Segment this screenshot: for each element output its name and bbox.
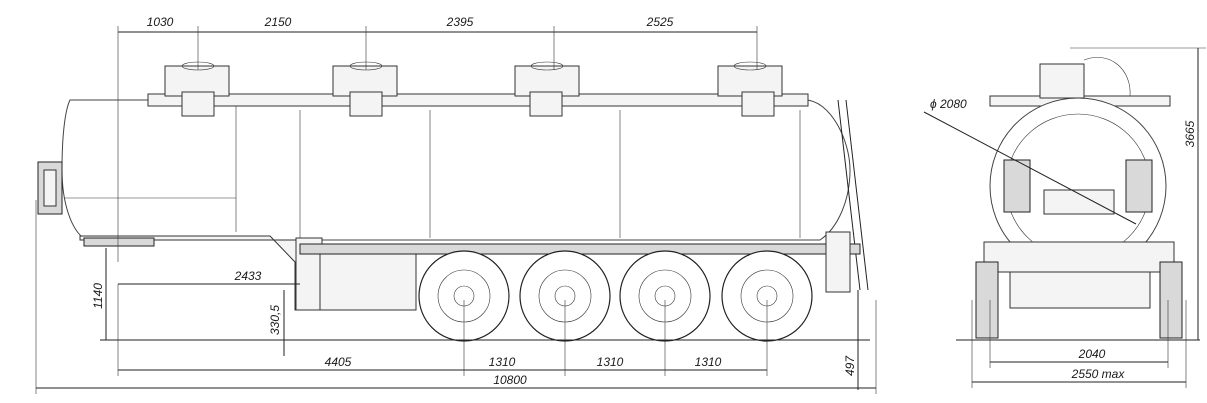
dim-1310-b: 1310 bbox=[597, 355, 624, 369]
dim-10800: 10800 bbox=[493, 373, 527, 387]
right-height-dimension: 497 bbox=[843, 290, 859, 390]
dim-497: 497 bbox=[843, 355, 857, 376]
top-dimension-chain: 1030 2150 2395 2525 bbox=[117, 15, 758, 262]
dim-2040: 2040 bbox=[1078, 347, 1106, 361]
fifth-wheel-dimension: 2433 bbox=[118, 269, 300, 285]
rear-bumper bbox=[825, 231, 851, 293]
dim-1030: 1030 bbox=[147, 15, 174, 29]
step-height-dimension: 330,5 bbox=[268, 290, 285, 356]
dim-2550-max: 2550 max bbox=[1071, 367, 1126, 381]
dim-2150: 2150 bbox=[264, 15, 292, 29]
hatch-1 bbox=[164, 61, 230, 117]
tank-shell bbox=[61, 99, 851, 241]
hatch-2 bbox=[332, 61, 398, 117]
dim-2395: 2395 bbox=[446, 15, 474, 29]
bottom-dimension-chain: 4405 1310 1310 1310 bbox=[117, 284, 768, 376]
side-view: 1030 2150 2395 2525 4405 1310 1310 1310 … bbox=[35, 15, 877, 394]
dim-1310-a: 1310 bbox=[489, 355, 516, 369]
dim-3665: 3665 bbox=[1183, 120, 1197, 147]
rear-wheel-right bbox=[1159, 261, 1183, 339]
hatch-3 bbox=[514, 61, 580, 117]
top-rail bbox=[147, 93, 809, 107]
dim-diameter: ϕ 2080 bbox=[930, 97, 967, 111]
overall-length-dimension: 10800 bbox=[35, 200, 877, 394]
dim-4405: 4405 bbox=[325, 355, 352, 369]
rear-ladder bbox=[837, 99, 869, 291]
dim-2433: 2433 bbox=[234, 269, 262, 283]
left-height-dimension: 1140 bbox=[91, 248, 107, 340]
front-frame bbox=[79, 235, 306, 311]
dim-1140: 1140 bbox=[91, 283, 105, 309]
dim-2525: 2525 bbox=[646, 15, 674, 29]
dim-330-5: 330,5 bbox=[268, 305, 282, 335]
hatch-4 bbox=[717, 61, 783, 117]
dim-1310-c: 1310 bbox=[695, 355, 722, 369]
rear-view: ϕ 2080 3665 2040 2550 max bbox=[923, 47, 1206, 388]
rear-wheel-left bbox=[975, 261, 999, 339]
toolbox bbox=[319, 247, 417, 311]
